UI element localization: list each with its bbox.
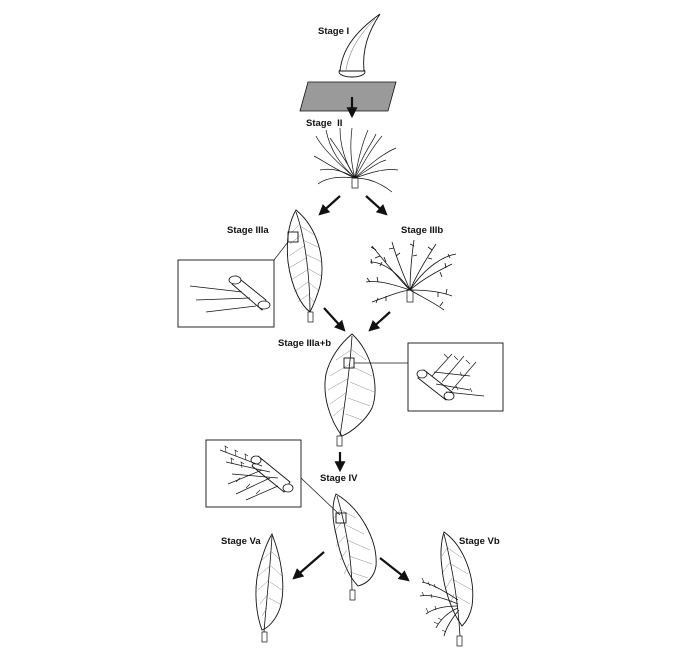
stage-2-label: Stage II (306, 118, 343, 129)
stage-1-label: Stage I (318, 26, 350, 37)
stage-4-inset (205, 439, 341, 516)
stage-5a-feather-drawing (255, 532, 284, 643)
stage-3a-label: Stage IIIa (227, 225, 269, 236)
arrows (292, 97, 410, 582)
stage-5b-label: Stage Vb (459, 536, 500, 547)
arrow-stage2-to-stage3b (365, 195, 388, 216)
arrow-stage4-to-stage5b (379, 557, 410, 582)
arrow-stage3b-to-stage3ab (368, 311, 391, 332)
stage-3b-label: Stage IIIb (401, 225, 444, 236)
stage-5a-label: Stage Va (221, 536, 261, 547)
stage-3ab-feather-drawing (324, 333, 376, 447)
stage-3ab-inset (354, 342, 504, 412)
stage-5b-feather-drawing (419, 531, 474, 647)
stage-3a-inset (177, 241, 289, 328)
stage-3b-branched-tuft-drawing (365, 239, 457, 311)
stage-4-label: Stage IV (320, 473, 358, 484)
stage-2-tuft-drawing (313, 127, 399, 193)
stage-3a-feather-drawing (286, 209, 323, 323)
stage-1-filament-drawing (299, 13, 397, 112)
stage-4-feather-drawing (332, 493, 377, 601)
arrow-stage2-to-stage3a (318, 195, 341, 216)
arrow-stage3a-to-stage3ab (323, 307, 346, 332)
arrow-stage4-to-stage5a (292, 551, 325, 580)
stage-3ab-label: Stage IIIa+b (278, 338, 332, 349)
